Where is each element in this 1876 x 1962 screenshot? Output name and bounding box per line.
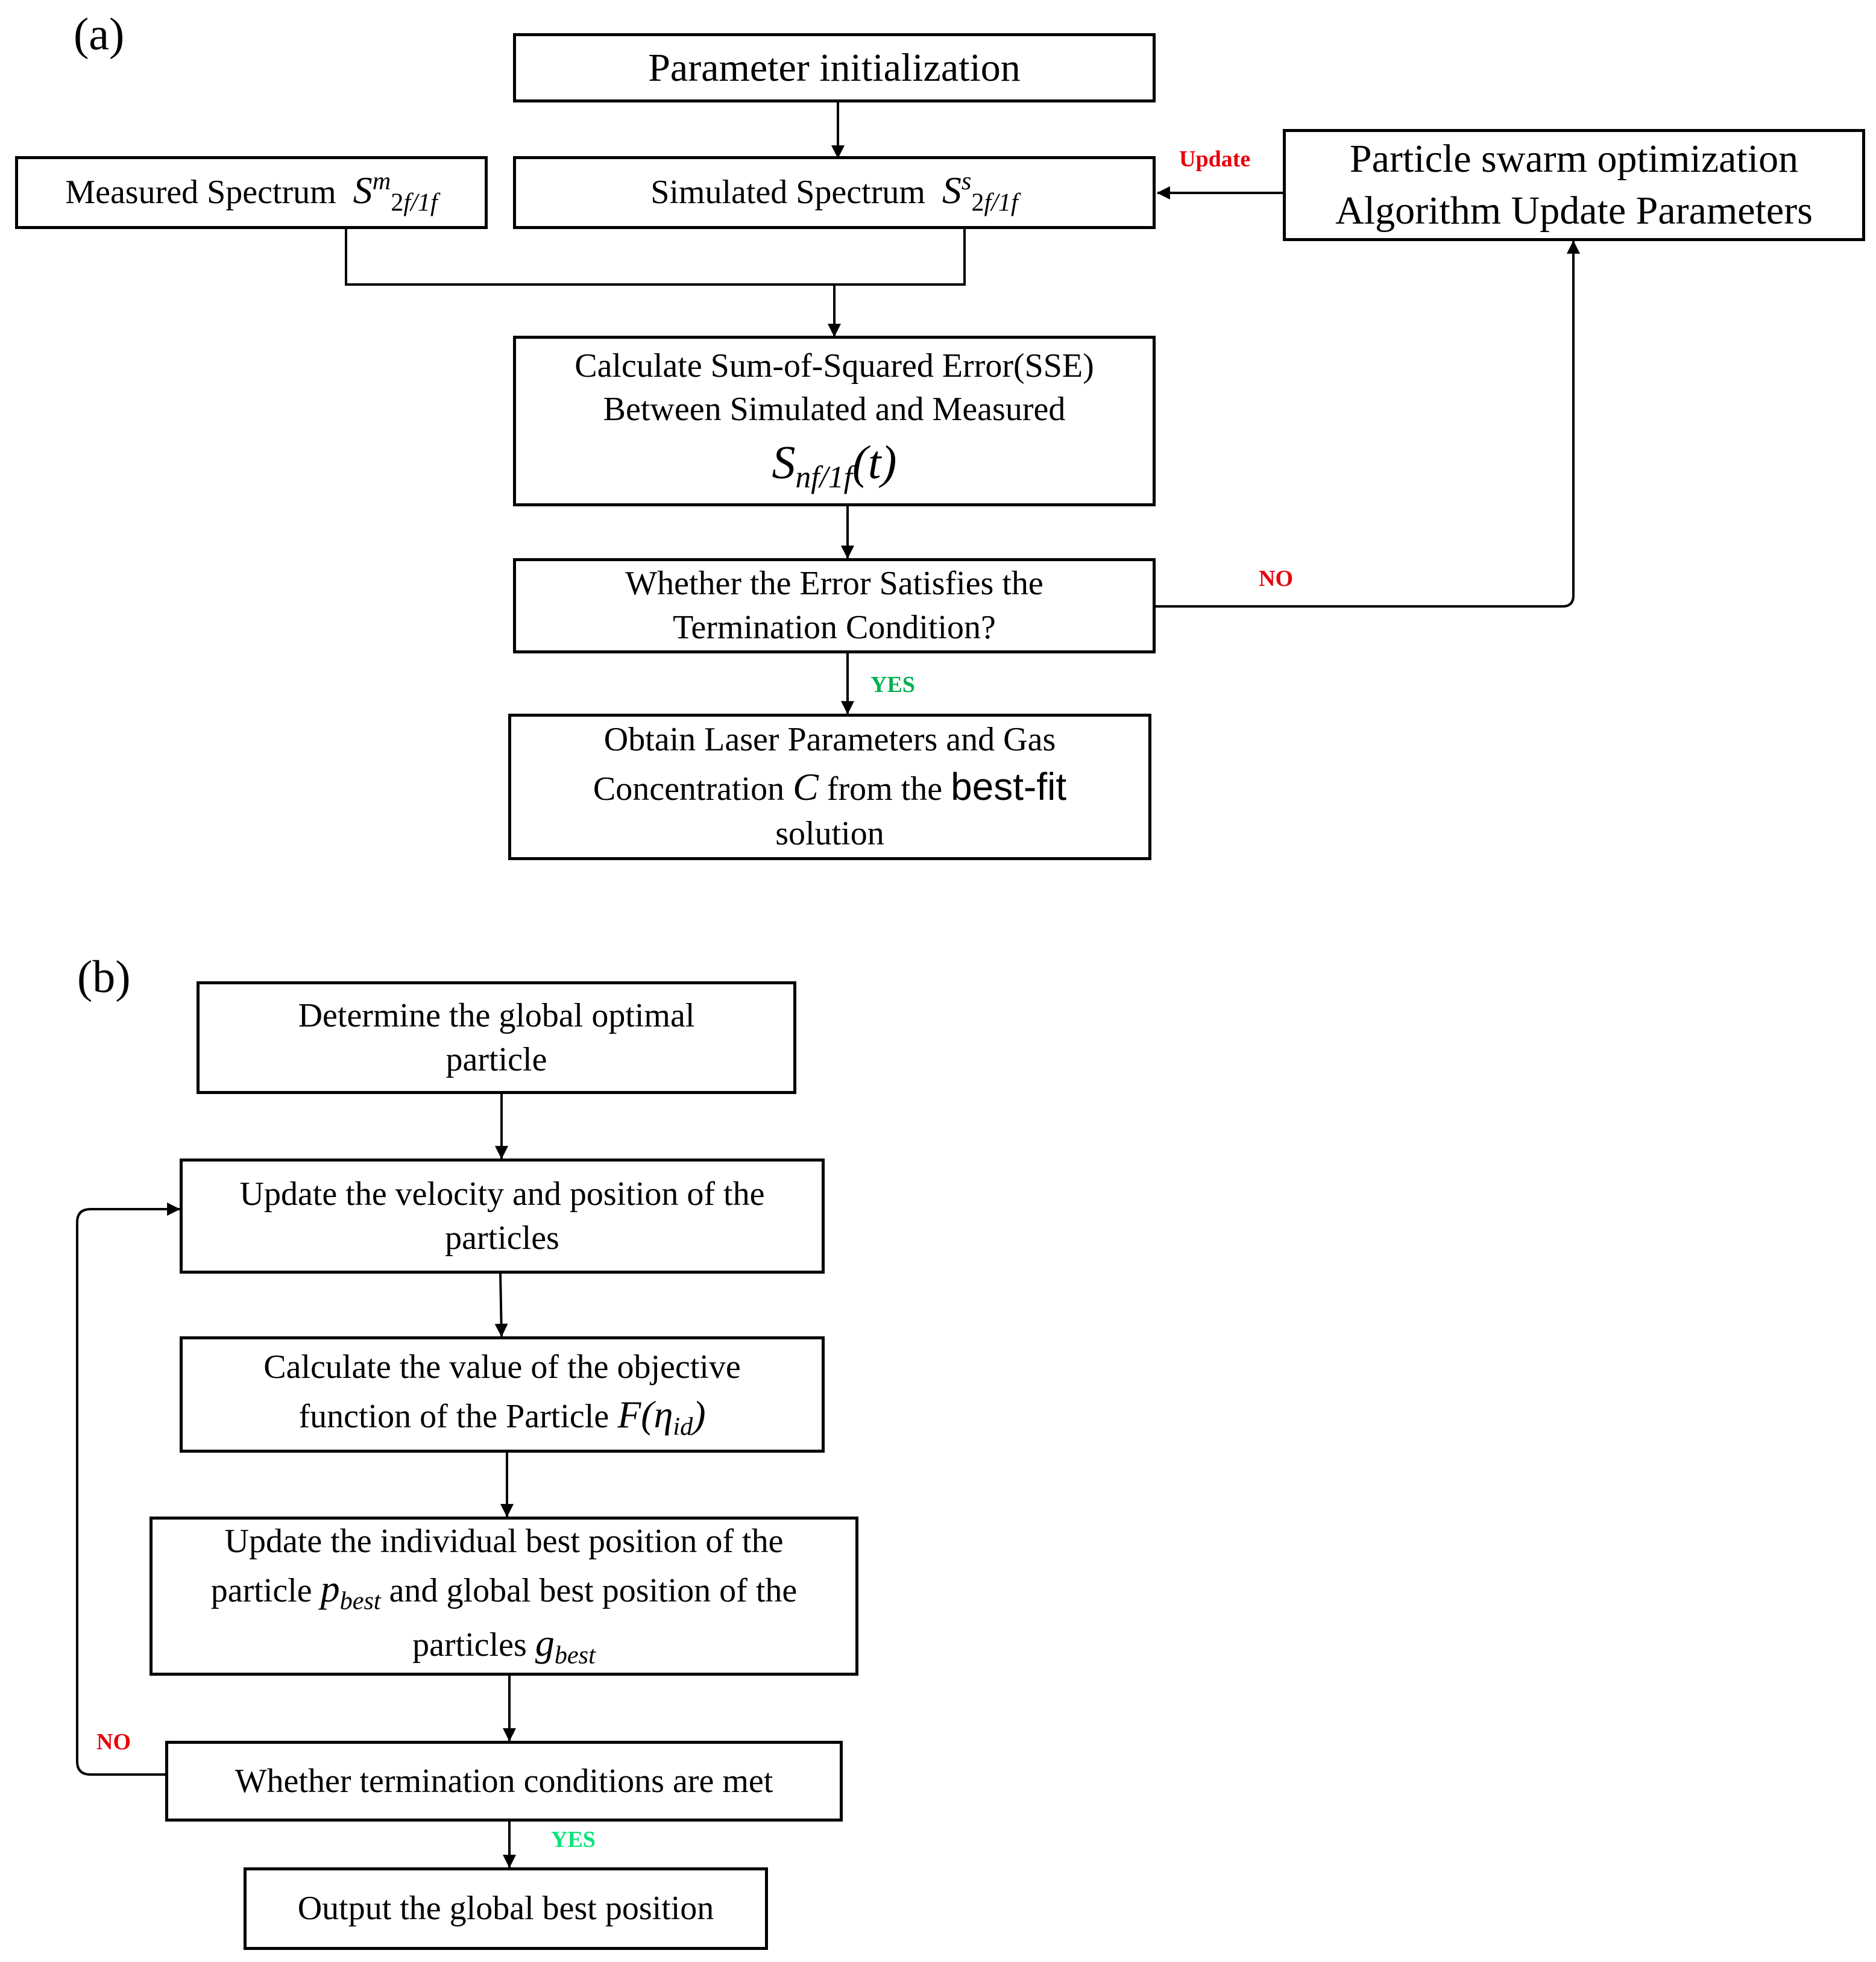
- determine-line-2: particle: [445, 1040, 547, 1078]
- calculate-objective-box: Calculate the value of the objective fun…: [180, 1336, 825, 1453]
- termination-check-text: Whether termination conditions are met: [234, 1762, 773, 1800]
- check-line-2: Termination Condition?: [673, 609, 996, 646]
- update-edge-label: Update: [1179, 146, 1251, 172]
- update-velocity-position-box: Update the velocity and position of the …: [180, 1159, 825, 1274]
- error-termination-check-box: Whether the Error Satisfies the Terminat…: [513, 558, 1156, 653]
- arrow-check-no-loop: [76, 1203, 181, 1776]
- init-text: Parameter initialization: [648, 45, 1021, 90]
- calc-line-1: Calculate Sum-of-Squared Error(SSE): [574, 347, 1094, 385]
- simulated-symbol: Ss2f/1f: [942, 167, 1018, 217]
- arrow-check-no-to-pso: [1155, 240, 1580, 608]
- update-vp-line-1: Update the velocity and position of the: [239, 1175, 765, 1213]
- check-line-1: Whether the Error Satisfies the: [625, 565, 1043, 603]
- panel-a-label: (a): [74, 9, 125, 60]
- simulated-text: Simulated Spectrum: [650, 174, 925, 212]
- parameter-initialization-box: Parameter initialization: [513, 33, 1156, 102]
- calc-obj-line-2: function of the Particle F(ηid): [298, 1392, 706, 1441]
- update-best-line-2: particle pbest and global best position …: [210, 1567, 798, 1615]
- measured-line: Measured Spectrum Sm2f/1f: [65, 165, 437, 220]
- objective-function-symbol: F(ηid): [617, 1392, 706, 1441]
- calc-line-2: Between Simulated and Measured: [603, 391, 1066, 429]
- calc-obj-line-1: Calculate the value of the objective: [263, 1348, 741, 1386]
- obtain-parameters-box: Obtain Laser Parameters and Gas Concentr…: [508, 714, 1151, 860]
- determine-global-optimal-box: Determine the global optimal particle: [197, 981, 796, 1094]
- arrow-update-to-calc: [494, 1273, 508, 1338]
- measured-spectrum-box: Measured Spectrum Sm2f/1f: [15, 156, 488, 229]
- determine-line-1: Determine the global optimal: [298, 996, 695, 1034]
- pso-line-2: Algorithm Update Parameters: [1335, 189, 1813, 233]
- update-best-line-1: Update the individual best position of t…: [224, 1523, 784, 1561]
- no-edge-label-a: NO: [1259, 566, 1293, 591]
- output-global-best-box: Output the global best position: [244, 1867, 768, 1950]
- calc-symbol: Snf/1f(t): [772, 436, 897, 495]
- pbest-symbol: pbest: [320, 1567, 381, 1615]
- obtain-line-1: Obtain Laser Parameters and Gas: [603, 721, 1056, 759]
- pso-line-1: Particle swarm optimization: [1349, 137, 1799, 181]
- output-text: Output the global best position: [297, 1890, 714, 1928]
- yes-edge-label-a: YES: [870, 672, 915, 697]
- yes-edge-label-b: YES: [551, 1827, 596, 1852]
- simulated-line: Simulated Spectrum Ss2f/1f: [650, 165, 1018, 220]
- calculate-sse-box: Calculate Sum-of-Squared Error(SSE) Betw…: [513, 336, 1156, 506]
- simulated-spectrum-box: Simulated Spectrum Ss2f/1f: [513, 156, 1156, 229]
- gbest-symbol: gbest: [535, 1621, 596, 1670]
- update-best-line-3: particles gbest: [412, 1621, 596, 1670]
- pso-update-box: Particle swarm optimization Algorithm Up…: [1283, 129, 1865, 241]
- termination-check-box: Whether termination conditions are met: [165, 1741, 843, 1822]
- panel-b-label: (b): [77, 952, 131, 1002]
- measured-text: Measured Spectrum: [65, 174, 336, 212]
- obtain-line-3: solution: [775, 815, 884, 853]
- obtain-line-2: Concentration C from the best-fit: [593, 764, 1067, 808]
- update-vp-line-2: particles: [445, 1219, 559, 1257]
- measured-symbol: Sm2f/1f: [353, 167, 438, 217]
- update-best-positions-box: Update the individual best position of t…: [150, 1517, 858, 1676]
- no-edge-label-b: NO: [96, 1729, 131, 1755]
- connector-measured-simulated-merge: [345, 229, 966, 286]
